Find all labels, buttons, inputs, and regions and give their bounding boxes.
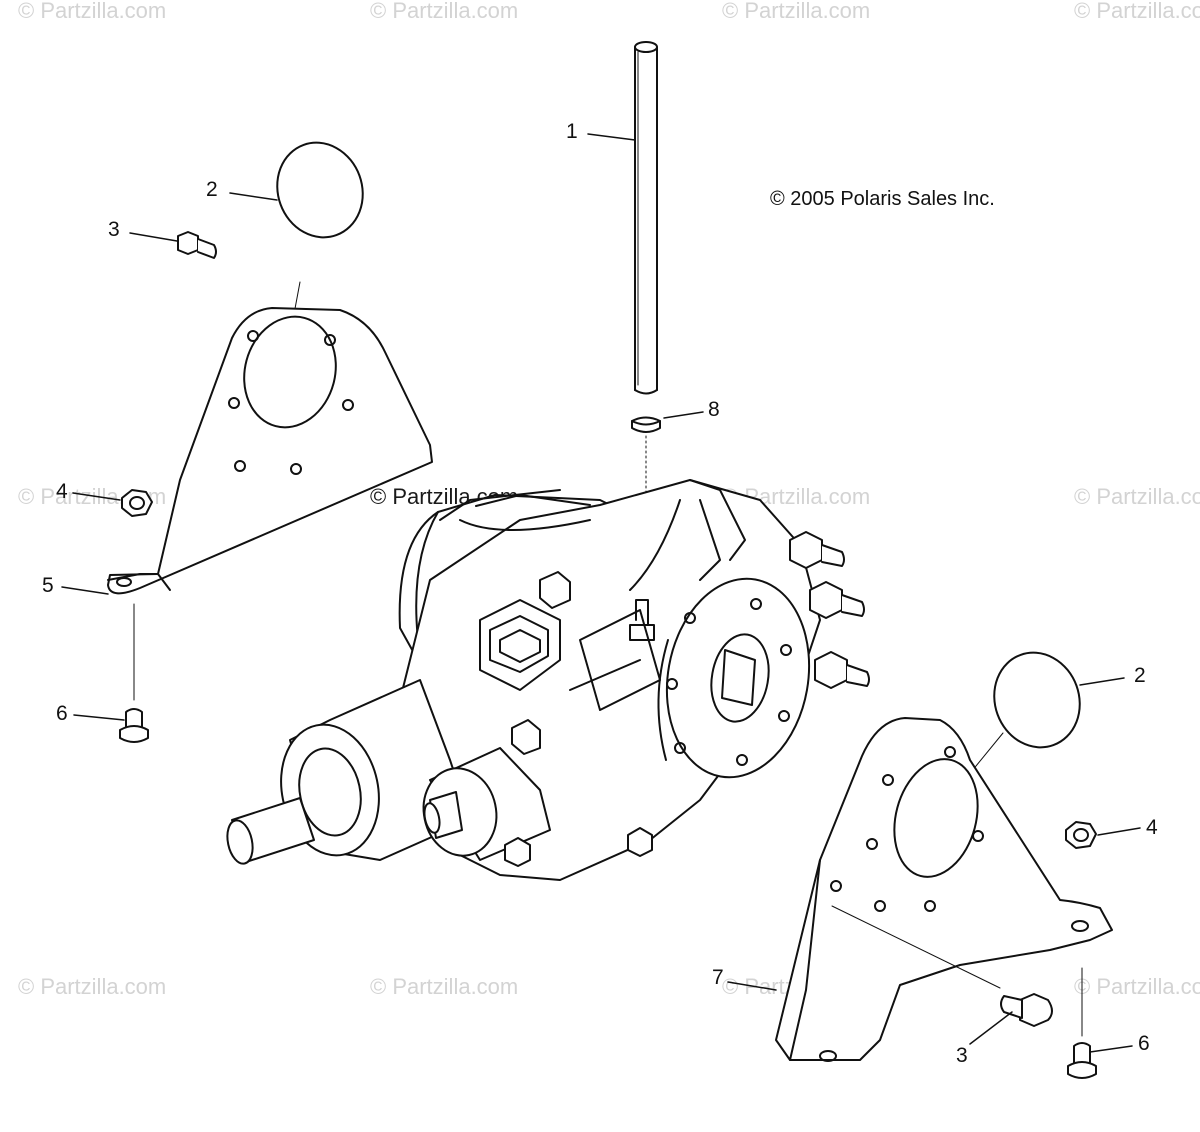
callout-7: 7 [712,966,724,989]
part-3-bolt-top [129,231,217,259]
part-7-bracket-right [727,717,1113,1062]
callout-2: 2 [1134,664,1146,687]
callout-4: 4 [56,480,68,503]
callout-8: 8 [708,398,720,421]
copyright-notice: © 2005 Polaris Sales Inc. [770,188,995,210]
watermark: © Partzilla.com [18,0,167,23]
part-1-rod [587,41,658,395]
part-3-bolt-right [969,993,1053,1045]
watermark: © Partzilla.com [1074,484,1200,509]
part-4-nut-left [72,489,153,517]
callout-5: 5 [42,574,54,597]
part-6-pin-right [1067,1042,1133,1079]
part-4-nut-right [1065,821,1141,849]
callout-6: 6 [1138,1032,1150,1055]
watermark: © Partzilla.com [722,0,871,23]
callout-4: 4 [1146,816,1158,839]
callout-3: 3 [108,218,120,241]
watermark: © Partzilla.com [1074,974,1200,999]
gearbox-housing [226,479,870,881]
callout-3: 3 [956,1044,968,1067]
watermark: © Partzilla.com [370,0,519,23]
callout-6: 6 [56,702,68,725]
watermark: © Partzilla.com [18,974,167,999]
part-5-bracket-left [61,307,433,701]
callout-1: 1 [566,120,578,143]
watermark: © Partzilla.com [1074,0,1200,23]
callout-2: 2 [206,178,218,201]
part-2-cover-top [229,141,364,379]
part-6-pin-left [73,708,149,743]
watermark: © Partzilla.com [370,974,519,999]
